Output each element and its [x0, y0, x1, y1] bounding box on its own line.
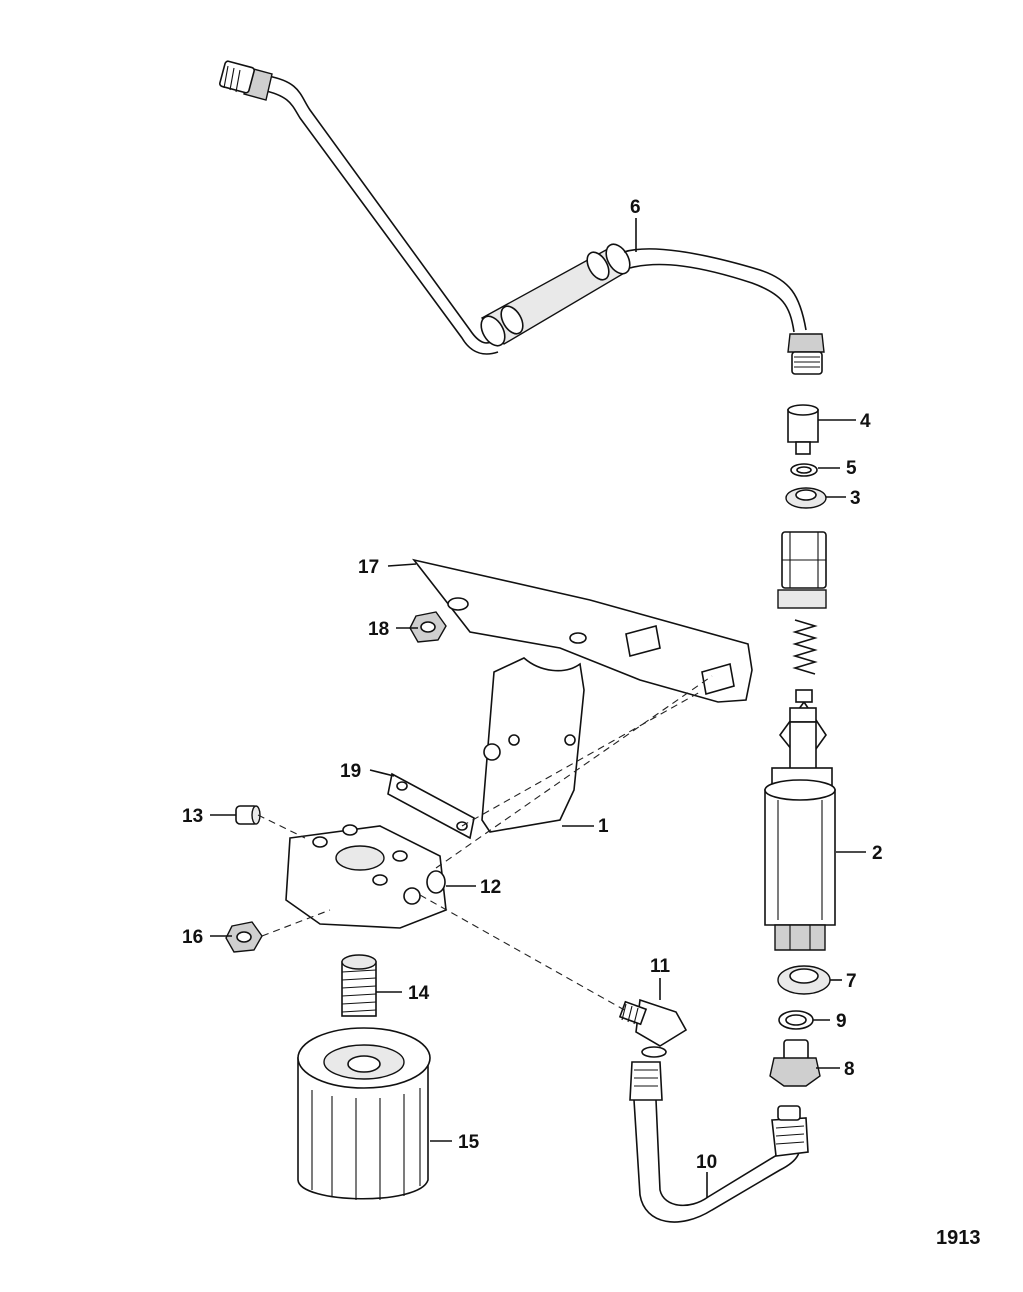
fuel-filter-15: [297, 1027, 431, 1200]
clamp-bracket-1: [481, 657, 585, 833]
callout-11: 11: [650, 956, 671, 977]
callout-10: 10: [696, 1152, 717, 1173]
callout-4: 4: [860, 411, 871, 432]
callout-5: 5: [846, 458, 857, 479]
fuel-line-upper: [219, 60, 825, 375]
callout-19: 19: [340, 761, 361, 782]
callout-15: 15: [458, 1132, 480, 1153]
callout-3: 3: [850, 488, 861, 509]
callout-9: 9: [836, 1011, 847, 1032]
nut-16: [225, 921, 263, 953]
grommet-7: [777, 965, 831, 995]
grommet-3: [785, 487, 827, 509]
nut-18: [409, 611, 447, 643]
callout-1: 1: [598, 816, 609, 837]
callout-14: 14: [408, 983, 430, 1004]
callout-labels: 1 2 3 4 5 6 7 8 9 10 11 12 13 14 15 16 1…: [182, 197, 883, 1173]
o-ring-9: [778, 1010, 814, 1030]
bracket-17: [411, 558, 753, 703]
callout-8: 8: [844, 1059, 855, 1080]
callout-16: 16: [182, 927, 203, 948]
o-ring-5: [790, 463, 818, 477]
callout-13: 13: [182, 806, 203, 827]
plug-13: [235, 805, 261, 825]
callout-17: 17: [358, 557, 379, 578]
callout-18: 18: [368, 619, 389, 640]
callout-2: 2: [872, 843, 883, 864]
callout-6: 6: [630, 197, 641, 218]
leader-lines: [210, 218, 866, 1198]
nipple-14: [341, 954, 377, 1017]
fuel-line-lower: [629, 1061, 809, 1223]
fuel-pump-2: [764, 531, 836, 951]
assembly-lines: [257, 675, 713, 1013]
fitting-4: [787, 404, 819, 455]
fitting-8: [769, 1039, 821, 1087]
filter-head-12: [285, 824, 447, 929]
elbow-fitting-11: [618, 998, 688, 1058]
figure-id-label: 1913: [936, 1227, 981, 1249]
plate-19: [387, 772, 475, 840]
callout-7: 7: [846, 971, 857, 992]
callout-12: 12: [480, 877, 501, 898]
